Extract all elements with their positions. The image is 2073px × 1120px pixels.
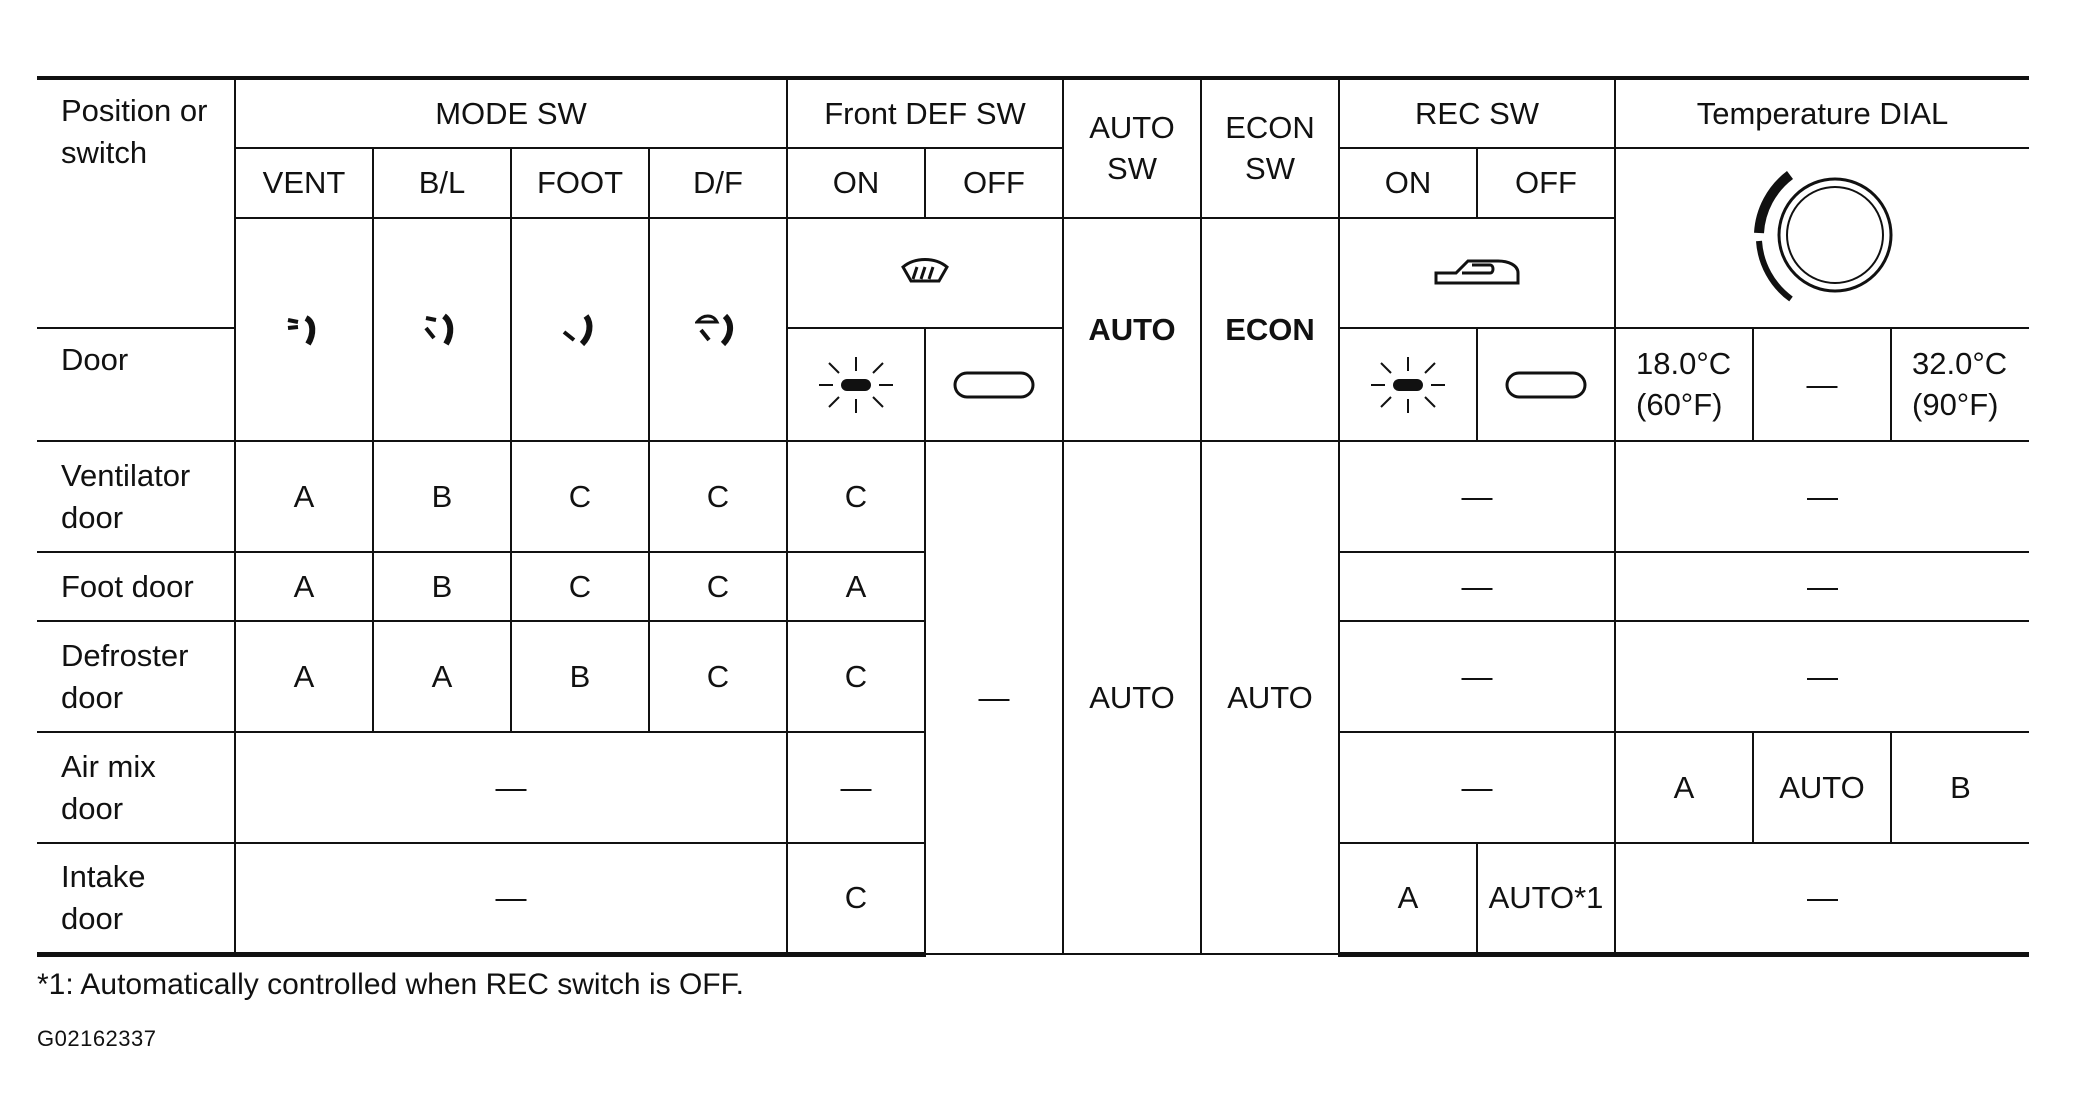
table-cell: —	[1338, 731, 1616, 844]
intake-door-label: Intake door	[37, 842, 236, 957]
table-cell: C	[510, 440, 650, 553]
table-cell: C	[648, 620, 788, 733]
front-def-icon-cell	[786, 217, 1064, 329]
table-cell: AUTO*1	[1476, 842, 1616, 957]
door-header: Door	[37, 327, 236, 442]
temp-high-cell: 32.0°C (90°F)	[1890, 327, 2029, 442]
auto-sw-header: AUTO SW	[1062, 76, 1202, 219]
door-control-table: Position or switch MODE SW Front DEF SW …	[37, 76, 2029, 957]
def-on-header: ON	[786, 147, 926, 219]
rec-on-header: ON	[1338, 147, 1478, 219]
table-cell: C	[648, 440, 788, 553]
temp-low-celsius: 18.0°C	[1636, 346, 1732, 382]
defroster-door-label-text: Defroster door	[61, 637, 189, 715]
table-cell: B	[372, 551, 512, 622]
rec-icon-cell	[1338, 217, 1615, 329]
rec-sw-header: REC SW	[1338, 76, 1616, 149]
table-cell: C	[648, 551, 788, 622]
door-control-table-wrapper: Position or switch MODE SW Front DEF SW …	[37, 76, 2029, 957]
temp-mid-cell: —	[1752, 327, 1892, 442]
table-cell: A	[1614, 731, 1754, 844]
table-cell: —	[234, 731, 788, 844]
auto-sw-label: AUTO	[1062, 217, 1202, 442]
table-cell: A	[1338, 842, 1478, 957]
front-def-sw-header: Front DEF SW	[786, 76, 1064, 149]
air-mix-door-label: Air mix door	[37, 731, 236, 844]
foot-door-label: Foot door	[37, 551, 236, 622]
bilevel-icon-cell	[372, 217, 512, 442]
mode-foot-header: FOOT	[510, 147, 650, 219]
table-cell: —	[1614, 551, 2029, 622]
def-foot-icon-cell	[648, 217, 788, 442]
position-header-spacer	[37, 218, 236, 329]
table-cell: C	[786, 842, 926, 957]
table-cell: —	[1338, 551, 1616, 622]
recirculation-icon	[1434, 259, 1520, 285]
table-cell: B	[510, 620, 650, 733]
econ-sw-label: ECON	[1200, 217, 1340, 442]
position-header-text: Position or switch	[61, 93, 208, 170]
table-cell: AUTO	[1752, 731, 1892, 844]
temp-dial-icon-cell	[1614, 147, 2029, 328]
rec-off-header: OFF	[1476, 147, 1616, 219]
econ-sw-merged-cell: AUTO	[1200, 440, 1340, 955]
intake-door-label-text: Intake door	[61, 858, 146, 936]
def-off-indicator-cell	[924, 327, 1064, 442]
table-cell: A	[372, 620, 512, 733]
table-cell: C	[786, 620, 926, 733]
indicator-lamp-off-icon	[1505, 371, 1587, 398]
mode-vent-header: VENT	[235, 147, 374, 219]
indicator-lamp-on-icon	[819, 356, 893, 413]
vent-icon-cell	[234, 217, 374, 442]
mode-df-header: D/F	[648, 147, 788, 219]
defrost-foot-mode-icon	[695, 313, 733, 346]
table-cell: C	[786, 440, 926, 553]
auto-sw-merged-cell: AUTO	[1062, 440, 1202, 955]
position-header: Position or switch	[37, 76, 236, 218]
mode-bl-header: B/L	[372, 147, 512, 219]
ventilator-door-label-text: Ventilator door	[61, 457, 191, 535]
indicator-lamp-on-icon	[1371, 356, 1445, 413]
def-on-indicator-cell	[786, 327, 926, 442]
temp-dial-header: Temperature DIAL	[1614, 76, 2029, 149]
temp-high-celsius: 32.0°C	[1912, 346, 2008, 382]
table-cell: B	[1890, 731, 2029, 844]
table-cell: —	[1614, 842, 2029, 957]
auto-sw-header-text: AUTO SW	[1089, 110, 1175, 186]
defroster-door-label: Defroster door	[37, 620, 236, 733]
footnote: *1: Automatically controlled when REC sw…	[37, 968, 744, 1001]
indicator-lamp-off-icon	[953, 371, 1035, 398]
temp-high-fahrenheit: (90°F)	[1912, 386, 1999, 422]
rec-on-indicator-cell	[1338, 327, 1478, 442]
table-cell: —	[1338, 620, 1616, 733]
table-cell: A	[786, 551, 926, 622]
rec-off-indicator-cell	[1476, 327, 1616, 442]
front-defrost-icon	[901, 258, 949, 283]
econ-sw-header: ECON SW	[1200, 76, 1340, 219]
table-cell: B	[372, 440, 512, 553]
table-cell: A	[234, 620, 374, 733]
def-off-merged-cell: —	[924, 440, 1064, 955]
mode-sw-header: MODE SW	[234, 76, 788, 149]
table-cell: —	[786, 731, 926, 844]
table-cell: C	[510, 551, 650, 622]
foot-mode-icon	[562, 313, 593, 346]
table-cell: A	[234, 551, 374, 622]
table-cell: A	[234, 440, 374, 553]
table-cell: —	[1614, 440, 2029, 553]
ventilator-door-label: Ventilator door	[37, 440, 236, 553]
table-cell: —	[234, 842, 788, 957]
foot-icon-cell	[510, 217, 650, 442]
figure-code: G02162337	[37, 1026, 157, 1051]
bilevel-mode-icon	[424, 313, 454, 346]
table-cell: —	[1338, 440, 1616, 553]
temp-low-cell: 18.0°C (60°F)	[1614, 327, 1754, 442]
table-cell: —	[1614, 620, 2029, 733]
vent-mode-icon	[287, 314, 316, 346]
temp-low-fahrenheit: (60°F)	[1636, 386, 1723, 422]
econ-sw-header-text: ECON SW	[1225, 110, 1315, 186]
def-off-header: OFF	[924, 147, 1064, 219]
temperature-dial-icon	[1753, 171, 1892, 302]
air-mix-door-label-text: Air mix door	[61, 748, 156, 826]
